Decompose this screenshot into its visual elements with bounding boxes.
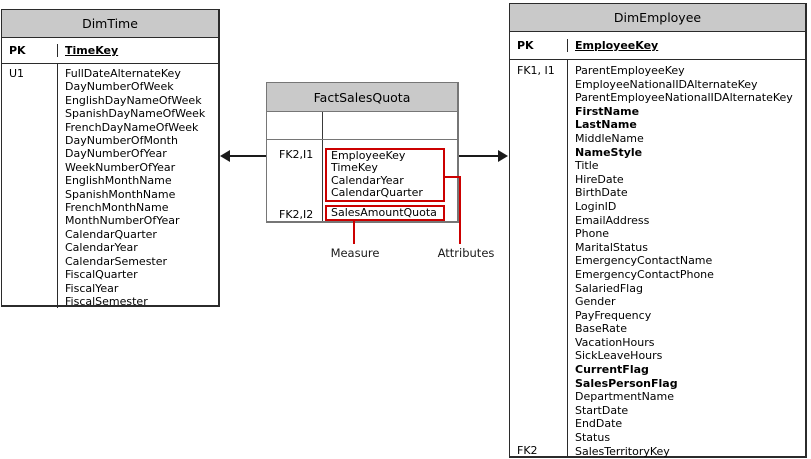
- field-row: FrenchMonthName: [65, 201, 169, 215]
- factsalesquota-pk-row-empty: [267, 112, 457, 140]
- entity-table-dimtime: DimTime PK TimeKey U1 FullDateAlternateK…: [1, 9, 220, 309]
- field-row: LastName: [575, 118, 637, 132]
- field-row: SalariedFlag: [575, 281, 643, 295]
- relationship-line-dimtime: [229, 155, 266, 157]
- field-row: CalendarSemester: [65, 254, 168, 268]
- field-row: EmergencyContactName: [575, 254, 713, 268]
- field-row: EnglishMonthName: [65, 174, 172, 188]
- field-row: EndDate: [575, 417, 623, 431]
- field-row: PayFrequency: [575, 308, 652, 322]
- field-row: CalendarQuarter: [65, 227, 157, 241]
- field-row: EnglishDayNameOfWeek: [65, 93, 202, 107]
- field-row: FirstName: [575, 104, 640, 118]
- field-row: DayNumberOfMonth: [65, 134, 178, 148]
- factsalesquota-pkfield-cell-empty: [322, 112, 457, 139]
- field-row: FK2,I2: [279, 207, 314, 221]
- field-row: MonthNumberOfYear: [65, 214, 180, 228]
- field-row: SpanishDayNameOfWeek: [65, 107, 206, 121]
- field-row: FiscalYear: [65, 281, 119, 295]
- field-row: ParentEmployeeKey: [575, 64, 685, 77]
- field-row: CalendarQuarter: [331, 186, 423, 200]
- field-row: SalesPersonFlag: [575, 376, 678, 390]
- arrowhead-left-icon: [220, 150, 230, 162]
- field-row: EmployeeNationalIDAlternateKey: [575, 77, 758, 91]
- dimemployee-pk-label: PK: [517, 39, 534, 52]
- factsalesquota-pk-cell-empty: [267, 112, 322, 139]
- dimtime-unique-label: U1: [9, 67, 25, 80]
- attributes-callout-line-horizontal: [445, 176, 461, 178]
- dimtime-pk-label: PK: [9, 44, 26, 57]
- field-row: BirthDate: [575, 186, 628, 200]
- field-row: FullDateAlternateKey: [65, 67, 181, 80]
- field-row: EmergencyContactPhone: [575, 267, 714, 281]
- dimemployee-fk2-label: FK2: [517, 443, 538, 457]
- field-row: CalendarYear: [331, 173, 404, 187]
- dimtime-pk-row: PK TimeKey: [2, 38, 218, 64]
- field-row: FrenchDayNameOfWeek: [65, 120, 199, 134]
- dimtime-title: DimTime: [2, 10, 218, 38]
- field-row: NameStyle: [575, 145, 643, 159]
- arrowhead-right-icon: [498, 150, 508, 162]
- field-row: Phone: [575, 227, 610, 241]
- field-row: DepartmentName: [575, 390, 675, 404]
- attributes-callout-label: Attributes: [437, 246, 495, 260]
- field-row: TimeKey: [331, 161, 378, 175]
- field-row: MaritalStatus: [575, 240, 648, 254]
- field-row: CalendarYear: [65, 241, 138, 255]
- factsalesquota-title: FactSalesQuota: [267, 83, 457, 112]
- attributes-callout-line-vertical: [459, 176, 461, 244]
- measure-callout-line: [353, 221, 355, 244]
- field-row: StartDate: [575, 403, 629, 417]
- field-row: WeekNumberOfYear: [65, 160, 176, 174]
- field-row: CurrentFlag: [575, 363, 649, 377]
- field-row: FiscalQuarter: [65, 268, 138, 282]
- field-row: FiscalSemester: [65, 294, 148, 308]
- field-row: SickLeaveHours: [575, 349, 663, 363]
- dimemployee-fk1-label: FK1, I1: [517, 64, 555, 77]
- relationship-line-dimemployee: [459, 155, 500, 157]
- measure-callout-label: Measure: [330, 246, 380, 260]
- field-row: LoginID: [575, 199, 617, 213]
- field-row: VacationHours: [575, 335, 655, 349]
- field-row: ParentEmployeeNationalIDAlternateKey: [575, 91, 793, 105]
- dimemployee-title: DimEmployee: [510, 4, 805, 32]
- field-row: BaseRate: [575, 322, 628, 336]
- field-row: Gender: [575, 295, 616, 309]
- field-row: Status: [575, 431, 611, 445]
- field-row: FK2,I1: [279, 148, 314, 161]
- measure-highlight-box: SalesAmountQuota: [325, 204, 445, 222]
- dimtime-key-labels: U1: [2, 64, 57, 308]
- field-row: DayNumberOfWeek: [65, 80, 174, 94]
- entity-table-dimemployee: DimEmployee PK EmployeeKey FK1, I1 FK2 P…: [509, 3, 807, 459]
- field-row: EmailAddress: [575, 213, 650, 227]
- dimemployee-pk-field: EmployeeKey: [567, 39, 805, 52]
- field-row: HireDate: [575, 172, 624, 186]
- field-row: SalesTerritoryKey: [575, 444, 670, 458]
- field-row: Title: [575, 159, 599, 173]
- dimtime-pk-field: TimeKey: [57, 44, 218, 57]
- dimemployee-key-labels: FK1, I1 FK2: [510, 60, 567, 458]
- dimemployee-pk-row: PK EmployeeKey: [510, 32, 805, 60]
- field-row: SalesAmountQuota: [331, 205, 437, 219]
- field-row: EmployeeKey: [331, 149, 406, 162]
- field-row: MiddleName: [575, 131, 644, 145]
- field-row: DayNumberOfYear: [65, 147, 167, 161]
- field-row: SpanishMonthName: [65, 187, 176, 201]
